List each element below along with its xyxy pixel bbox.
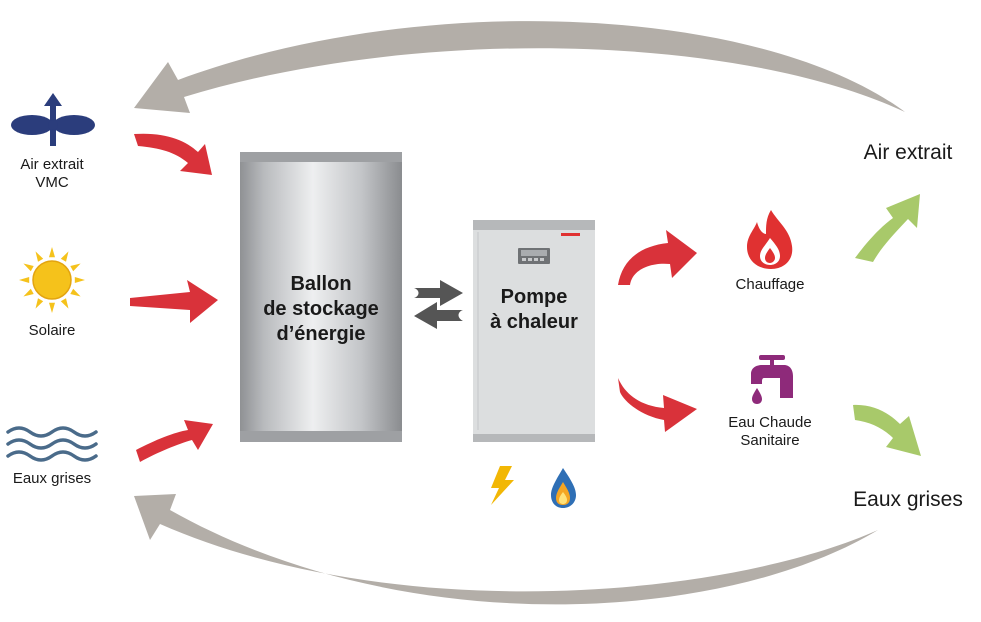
- sun-ray: [70, 288, 81, 297]
- input-arrow-solar: [130, 280, 218, 323]
- sun-ray: [19, 277, 30, 283]
- label-heat-pump: Pompe à chaleur: [490, 286, 578, 333]
- output-arrow-heating: [618, 230, 697, 285]
- control-panel: [518, 248, 550, 264]
- faucet-icon: [751, 355, 793, 404]
- lightning-bolt-icon: [491, 466, 514, 505]
- sun-ray: [60, 298, 69, 309]
- gas-flame-drop-icon: [551, 468, 576, 508]
- sun-ray: [74, 277, 85, 283]
- label-eaux-grises-source: Eaux grises: [12, 470, 92, 487]
- output-arrow-water-green: [853, 404, 921, 456]
- return-arrow-bottom: [134, 494, 878, 605]
- label-eau-chaude-sanitaire: Eau Chaude Sanitaire: [728, 414, 812, 449]
- sun-ray: [23, 263, 34, 272]
- input-arrow-grey-water: [136, 420, 213, 462]
- heat-pump-unit: [473, 220, 595, 442]
- sun-ray: [49, 302, 55, 313]
- label-storage-tank: Ballon de stockage d’énergie: [263, 273, 379, 345]
- exchange-arrow-left: [414, 302, 463, 329]
- input-arrow-air: [134, 133, 212, 175]
- label-eaux-grises-output: Eaux grises: [853, 488, 963, 511]
- ventilation-fan-icon: [11, 93, 95, 146]
- waves-icon: [6, 426, 98, 462]
- label-air-extrait-vmc: Air extrait VMC: [20, 156, 84, 191]
- sun-ray: [49, 247, 55, 258]
- output-arrow-air-green: [855, 194, 920, 262]
- return-arrow-top: [134, 21, 905, 113]
- storage-tank: [240, 152, 402, 442]
- label-air-extrait-output: Air extrait: [863, 141, 953, 164]
- sun-ray: [23, 288, 34, 297]
- exchange-arrow-right: [414, 280, 463, 306]
- sun-ray: [35, 298, 44, 309]
- sun-ray: [70, 263, 81, 272]
- flame-icon: [747, 210, 793, 269]
- sun-ray: [35, 251, 44, 262]
- output-arrow-hot-water: [618, 378, 697, 432]
- sun-icon: [19, 247, 85, 313]
- label-solaire: Solaire: [28, 322, 76, 339]
- sun-ray: [60, 251, 69, 262]
- label-chauffage: Chauffage: [735, 276, 805, 293]
